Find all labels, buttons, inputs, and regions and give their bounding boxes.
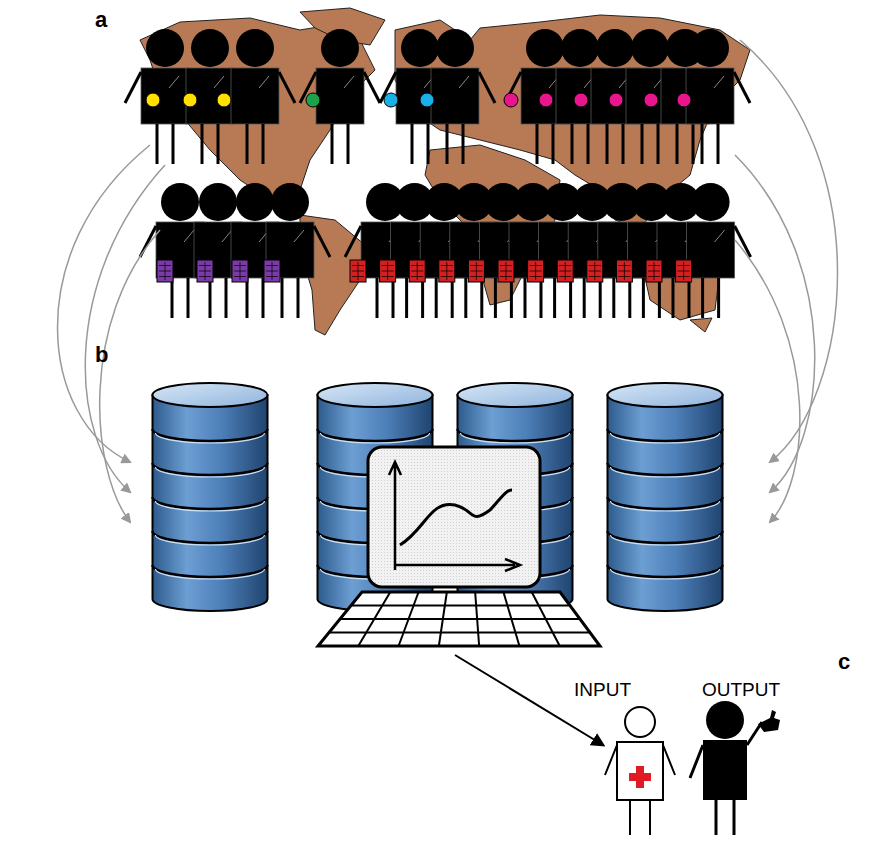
- databases: [153, 383, 723, 611]
- panel-letter: b: [95, 343, 108, 367]
- people-crowd: [125, 29, 751, 318]
- panel-letter: a: [95, 8, 107, 32]
- computer: [318, 447, 603, 745]
- world-map: [140, 8, 750, 335]
- input-label: INPUT: [574, 680, 631, 701]
- output-label: OUTPUT: [702, 680, 780, 701]
- panel-letter: c: [838, 650, 850, 674]
- doctor-and-patient: [605, 701, 780, 835]
